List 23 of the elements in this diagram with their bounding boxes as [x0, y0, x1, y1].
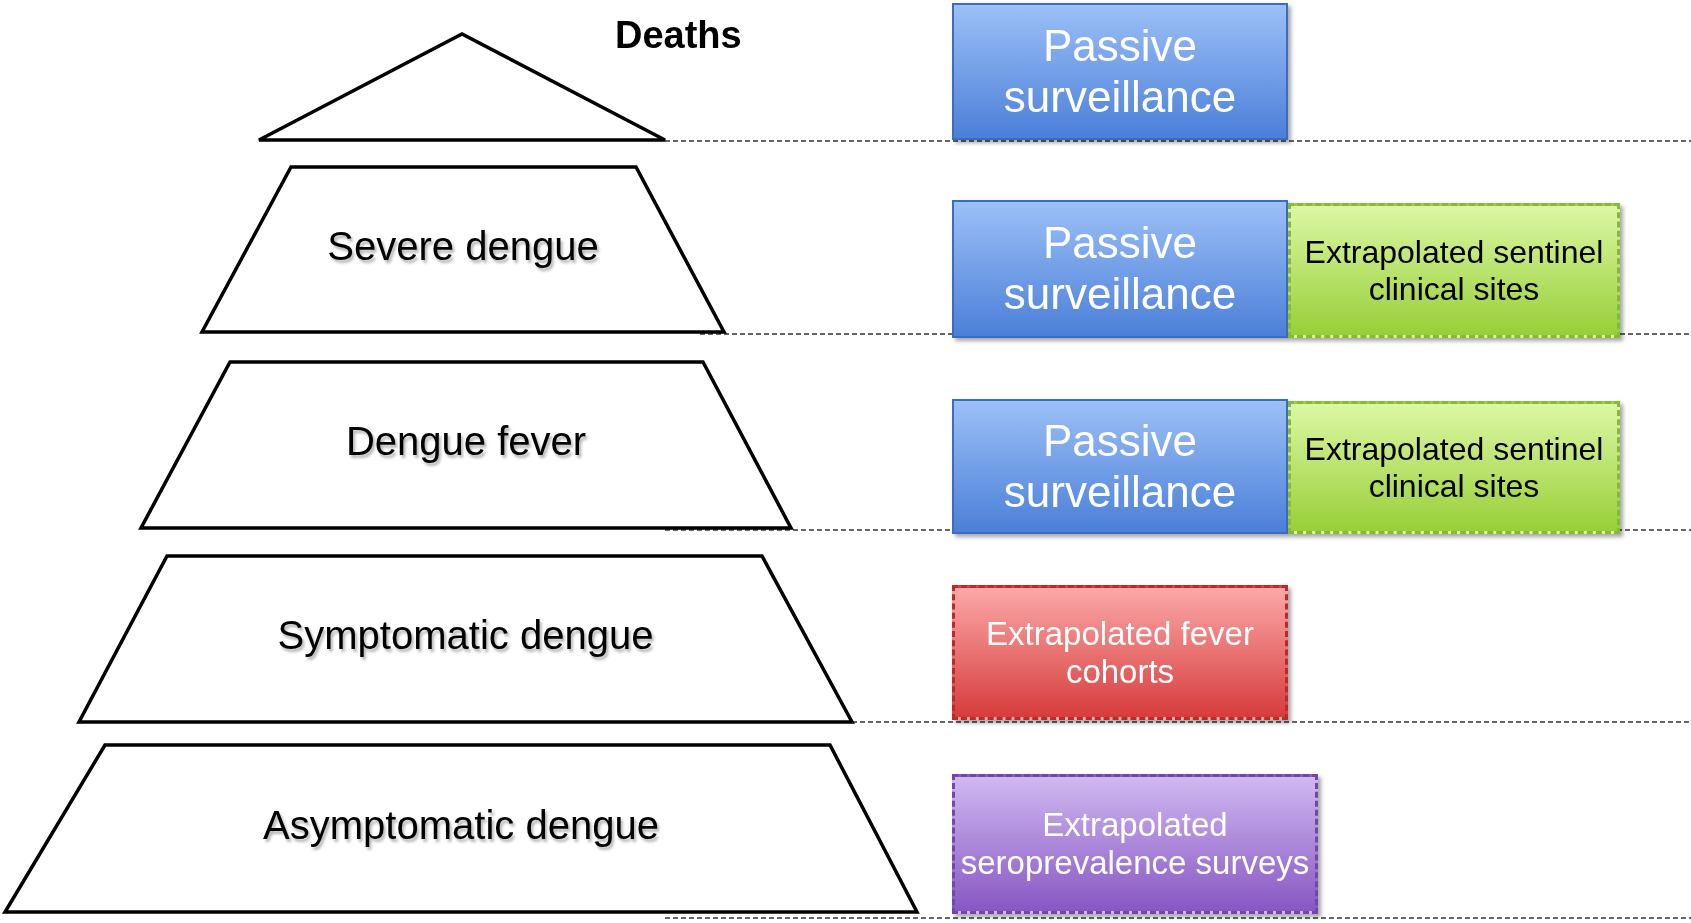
method-box — [1288, 203, 1620, 338]
box-label: Passive surveillance — [1002, 218, 1238, 320]
trapezoid-tier — [3, 743, 919, 914]
tier-label: Deaths — [615, 14, 742, 57]
box-label: Extrapolated sentinel clinical sites — [1303, 233, 1605, 308]
box-label: Extrapolated sentinel clinical sites — [1303, 430, 1605, 505]
method-box — [952, 774, 1318, 914]
tier-label: Symptomatic dengue — [276, 613, 655, 658]
trapezoid-tier — [139, 360, 793, 530]
trapezoid-tier — [200, 165, 726, 334]
tier-label: Asymptomatic dengue — [262, 802, 660, 848]
box-label: Extrapolated seroprevalence surveys — [959, 806, 1311, 882]
method-box — [952, 585, 1288, 720]
tier-label: Severe dengue — [326, 223, 600, 269]
box-label: Passive surveillance — [1002, 415, 1238, 518]
surveillance-box — [952, 399, 1288, 534]
box-label: Passive surveillance — [1002, 20, 1238, 123]
surveillance-box — [952, 200, 1288, 338]
method-box — [1288, 401, 1620, 534]
box-label: Extrapolated fever cohorts — [985, 614, 1255, 691]
tier-label: Dengue fever — [344, 419, 588, 464]
surveillance-box — [952, 3, 1288, 140]
trapezoid-tier — [77, 554, 854, 724]
